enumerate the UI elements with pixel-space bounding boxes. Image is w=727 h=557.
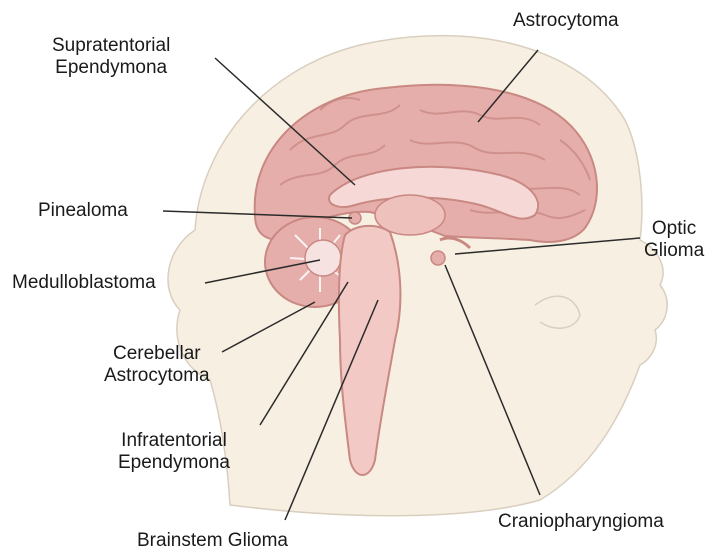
medulloblastoma-tumor [305,240,341,276]
label-cerebellar-line2: Astrocytoma [104,365,210,387]
label-cerebellar-line1: Cerebellar [104,343,210,365]
label-supratentorial-line2: Ependymona [52,57,170,79]
label-craniopharyngioma: Craniopharyngioma [498,511,664,533]
label-pinealoma: Pinealoma [38,200,128,222]
label-brainstem-glioma: Brainstem Glioma [137,530,288,552]
label-supratentorial-ependymona: Supratentorial Ependymona [52,35,170,79]
label-supratentorial-line1: Supratentorial [52,35,170,57]
label-medulloblastoma: Medulloblastoma [12,272,156,294]
label-optic-line1: Optic [644,218,704,240]
label-infratentorial-line2: Ependymona [118,452,230,474]
label-infratentorial-ependymona: Infratentorial Ependymona [118,430,230,474]
label-cerebellar-astrocytoma: Cerebellar Astrocytoma [104,343,210,387]
label-infratentorial-line1: Infratentorial [118,430,230,452]
label-optic-line2: Glioma [644,240,704,262]
label-astrocytoma: Astrocytoma [513,10,619,32]
label-optic-glioma: Optic Glioma [644,218,704,262]
pituitary [431,251,445,265]
